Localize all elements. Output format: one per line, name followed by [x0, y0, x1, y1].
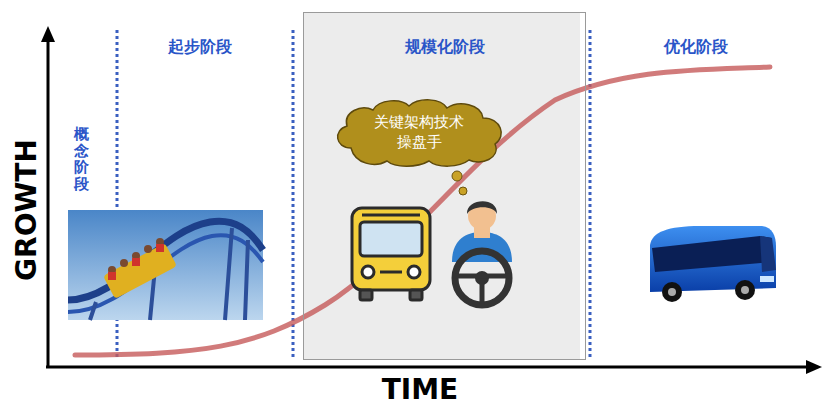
- axis-arrow: [806, 360, 822, 374]
- thought-bubbles: [452, 171, 467, 195]
- phase-label-vertical: 概念阶段: [74, 126, 89, 192]
- phase-label: 优化阶段: [664, 37, 728, 58]
- band-fill: [303, 12, 580, 360]
- driver-icon: [452, 201, 512, 305]
- axes: [46, 36, 812, 368]
- cloud-text: 关键架构技术 操盘手: [372, 112, 467, 153]
- phase-band: 规模化阶段关键架构技术 操盘手: [303, 12, 586, 360]
- bus-icon: [352, 208, 430, 300]
- phase-label: 起步阶段: [168, 37, 232, 58]
- band-heading: 规模化阶段: [304, 37, 585, 58]
- axis-arrow: [41, 26, 55, 42]
- cloud-shape: [329, 96, 509, 168]
- coach-bus: [650, 226, 776, 302]
- roller-coaster-photo: [68, 210, 263, 320]
- axis-title: TIME: [382, 373, 459, 406]
- thought-cloud: 关键架构技术 操盘手: [329, 96, 509, 168]
- axis-title: GROWTH: [10, 139, 43, 281]
